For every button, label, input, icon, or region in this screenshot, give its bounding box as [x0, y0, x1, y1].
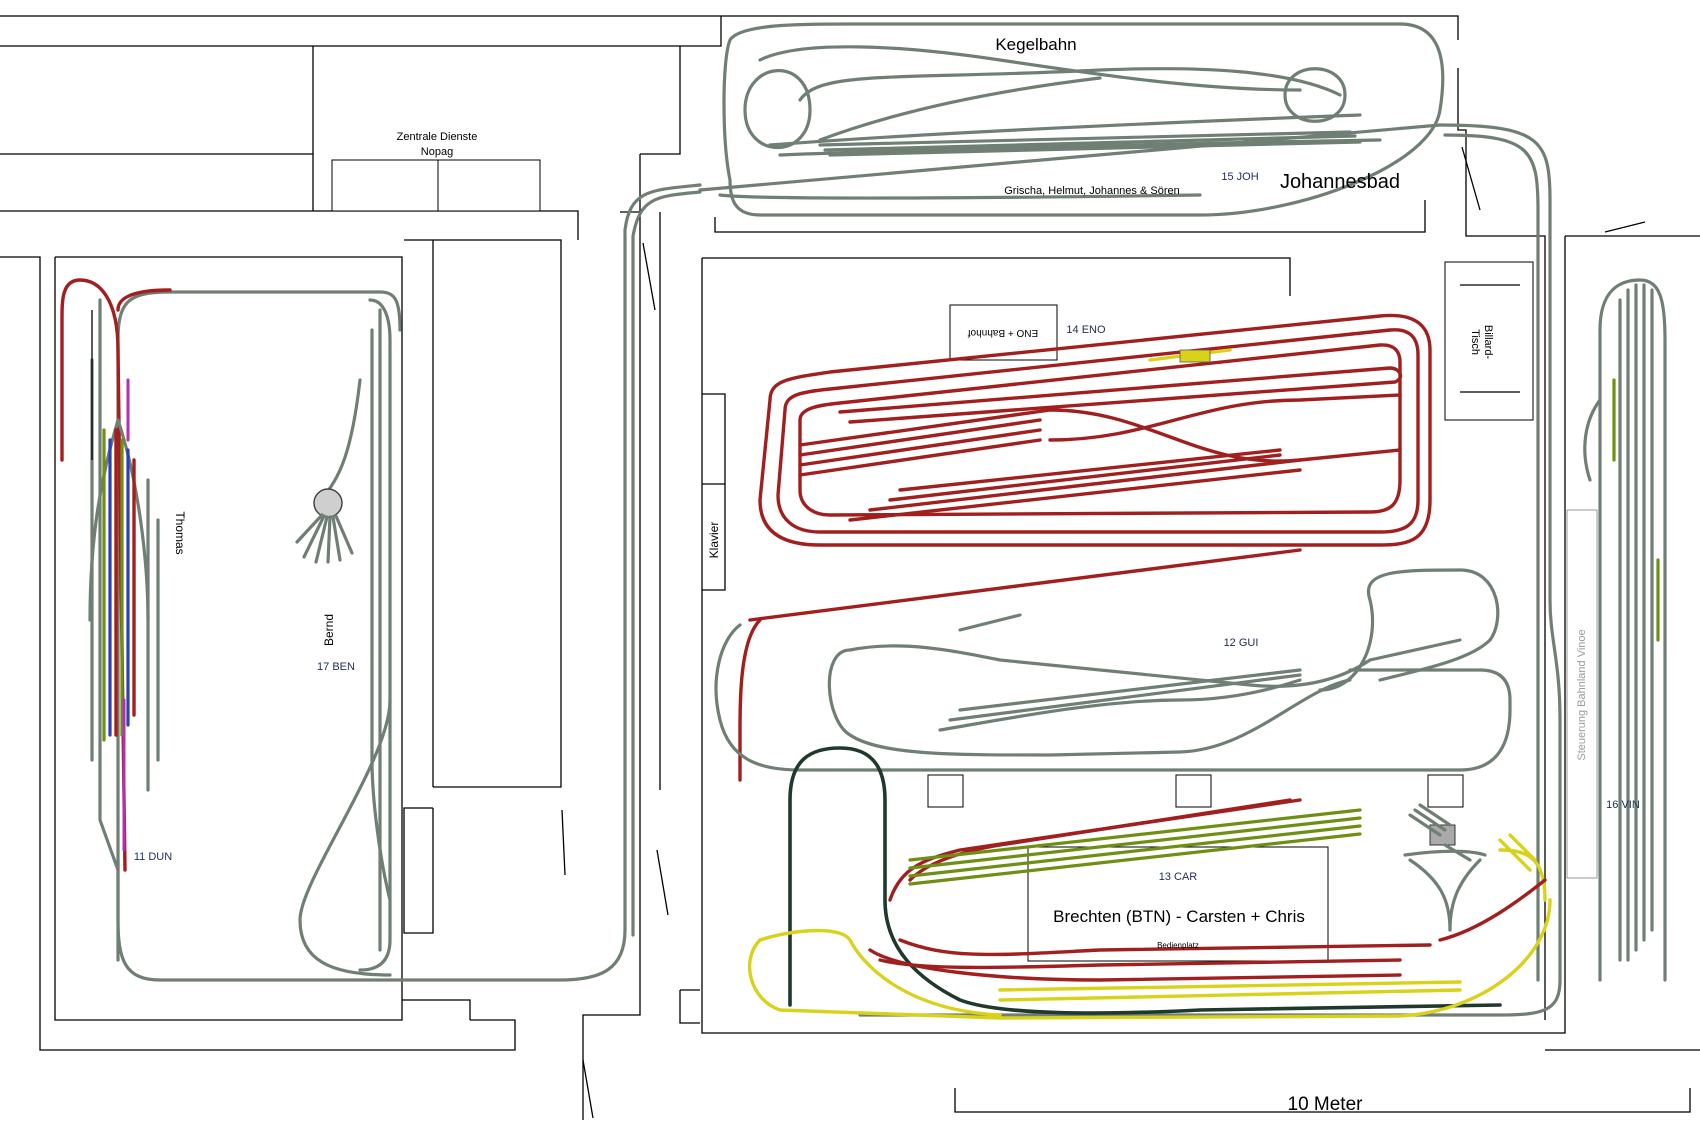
label-brechten: Brechten (BTN) - Carsten + Chris: [1053, 907, 1305, 926]
turntable: [313, 488, 343, 518]
label-joh-code: 15 JOH: [1221, 171, 1258, 183]
btn-layout: [747, 746, 1552, 1020]
label-steuerung: Steuerung Bahnland Vinoe: [1576, 629, 1588, 760]
label-vin-code: 16 VIN: [1606, 799, 1640, 811]
room-walls: [0, 15, 1700, 1120]
main-connection-track: [116, 123, 1562, 1017]
label-dun-code: 11 DUN: [134, 851, 172, 863]
misc-walls: [91, 146, 1646, 1119]
label-thomas: Thomas: [173, 511, 187, 554]
gui-layout: [714, 548, 1512, 782]
johannesbad-layout: [718, 22, 1445, 217]
text-labels: Kegelbahn Johannesbad 15 JOH Grischa, He…: [134, 35, 1640, 1115]
label-joh-team: Grischa, Helmut, Johannes & Sören: [1004, 185, 1179, 197]
zentrale-box-left: [331, 159, 439, 212]
vin-layout: [1583, 278, 1667, 982]
label-gui-code: 12 GUI: [1224, 637, 1259, 649]
pillar-3: [1427, 774, 1464, 808]
label-eno-sign: ENO + Bahnhof: [968, 327, 1039, 338]
label-klavier: Klavier: [707, 522, 721, 559]
pillar-1: [927, 774, 964, 808]
label-kegelbahn: Kegelbahn: [995, 35, 1076, 54]
scale-bar: [954, 1088, 1691, 1113]
ben-station: [295, 298, 392, 977]
eno-layout: [758, 313, 1432, 547]
label-zentrale-2: Nopag: [421, 146, 453, 158]
label-ben-code: 17 BEN: [317, 661, 355, 673]
label-car-code: 13 CAR: [1159, 871, 1198, 883]
label-scale: 10 Meter: [1288, 1094, 1364, 1115]
label-eno-code: 14 ENO: [1066, 324, 1106, 336]
label-johannesbad: Johannesbad: [1280, 171, 1400, 193]
label-zentrale-1: Zentrale Dienste: [397, 131, 478, 143]
pillar-2: [1175, 774, 1212, 808]
label-bernd: Bernd: [322, 614, 336, 646]
steuerung-panel: [1566, 509, 1598, 879]
label-billard: Billard-Tisch: [1469, 325, 1494, 360]
label-bedienplatz: Bedienplatz: [1157, 941, 1199, 950]
zentrale-box-right: [437, 159, 541, 212]
billard-table: [1444, 261, 1534, 421]
dun-station: [60, 278, 172, 962]
btn-turntable: [1429, 824, 1456, 846]
